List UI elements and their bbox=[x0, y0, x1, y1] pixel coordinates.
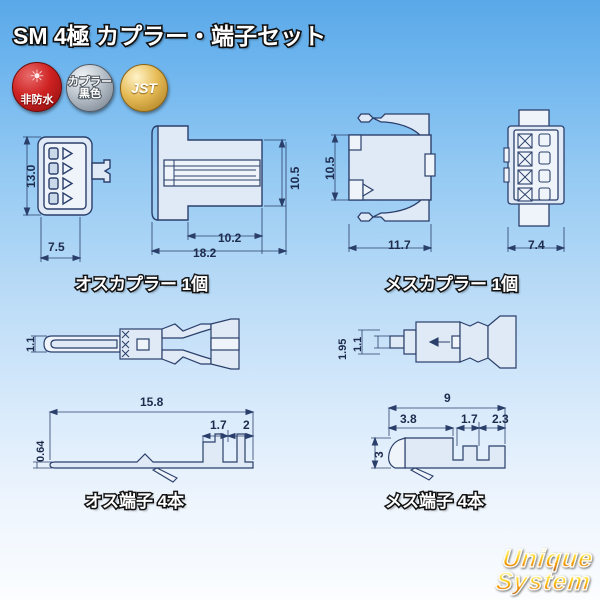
dim-female-terminal-wire-barrel: 1.7 bbox=[461, 412, 478, 426]
dim-male-coupler-width: 7.5 bbox=[48, 240, 65, 254]
dim-female-coupler-side-height: 10.5 bbox=[323, 156, 337, 180]
male-coupler-side-drawing bbox=[150, 125, 288, 255]
badge-non-waterproof-label: 非防水 bbox=[20, 94, 54, 106]
male-terminal-side-drawing bbox=[33, 408, 255, 483]
dim-male-coupler-total-length: 18.2 bbox=[193, 246, 217, 260]
page-title: SM 4極 カプラー・端子セット bbox=[11, 21, 327, 50]
dim-male-terminal-insulation-barrel: 2 bbox=[243, 418, 250, 432]
badge-brand-jst-label: JST bbox=[131, 80, 157, 96]
dim-female-terminal-box-length: 3.8 bbox=[400, 412, 417, 426]
male-coupler-drawing bbox=[23, 135, 111, 262]
sun-icon: ☀ bbox=[29, 67, 45, 86]
caption-male-coupler: オスカプラー 1個 bbox=[73, 274, 209, 296]
watermark-line2: System bbox=[494, 567, 593, 596]
caption-female-terminal: メス端子 4本 bbox=[383, 491, 485, 513]
badge-brand-jst: JST bbox=[120, 64, 168, 112]
dim-female-terminal-body-width: 1.95 bbox=[337, 338, 349, 360]
badge-coupler-color: カプラー 黒色 bbox=[66, 64, 114, 112]
female-coupler-side-drawing bbox=[331, 113, 436, 252]
dim-male-coupler-side-height: 10.5 bbox=[288, 166, 302, 190]
badge-coupler-color-line2: 黒色 bbox=[78, 87, 102, 101]
dim-female-terminal-height: 3 bbox=[372, 451, 386, 458]
female-terminal-top-drawing bbox=[358, 315, 517, 369]
dim-female-terminal-tip-width: 1.1 bbox=[352, 336, 364, 352]
dim-male-terminal-total-length: 15.8 bbox=[140, 395, 164, 409]
caption-male-terminal: オス端子 4本 bbox=[83, 491, 185, 513]
dim-female-coupler-side-length: 11.7 bbox=[388, 238, 411, 252]
dim-female-terminal-total-length: 9 bbox=[444, 391, 451, 405]
dim-female-coupler-front-width: 7.4 bbox=[528, 238, 545, 252]
female-terminal-side-drawing bbox=[371, 404, 507, 481]
dim-male-coupler-height: 13.0 bbox=[24, 164, 38, 188]
female-coupler-front-drawing bbox=[503, 109, 566, 252]
dim-female-terminal-insulation-barrel: 2.3 bbox=[492, 412, 509, 426]
male-terminal-top-drawing bbox=[31, 318, 240, 370]
dim-male-terminal-tab-width: 1.1 bbox=[25, 336, 37, 352]
caption-female-coupler: メスカプラー 1個 bbox=[383, 274, 519, 296]
badge-non-waterproof: ☀ 非防水 bbox=[12, 62, 62, 112]
dim-male-terminal-thickness: 0.64 bbox=[35, 440, 47, 462]
badge-coupler-color-line1: カプラー bbox=[67, 75, 113, 89]
watermark-logo: Unique System bbox=[469, 544, 596, 596]
dim-male-coupler-inner-length: 10.2 bbox=[218, 231, 242, 245]
dim-male-terminal-wire-barrel: 1.7 bbox=[210, 418, 227, 432]
